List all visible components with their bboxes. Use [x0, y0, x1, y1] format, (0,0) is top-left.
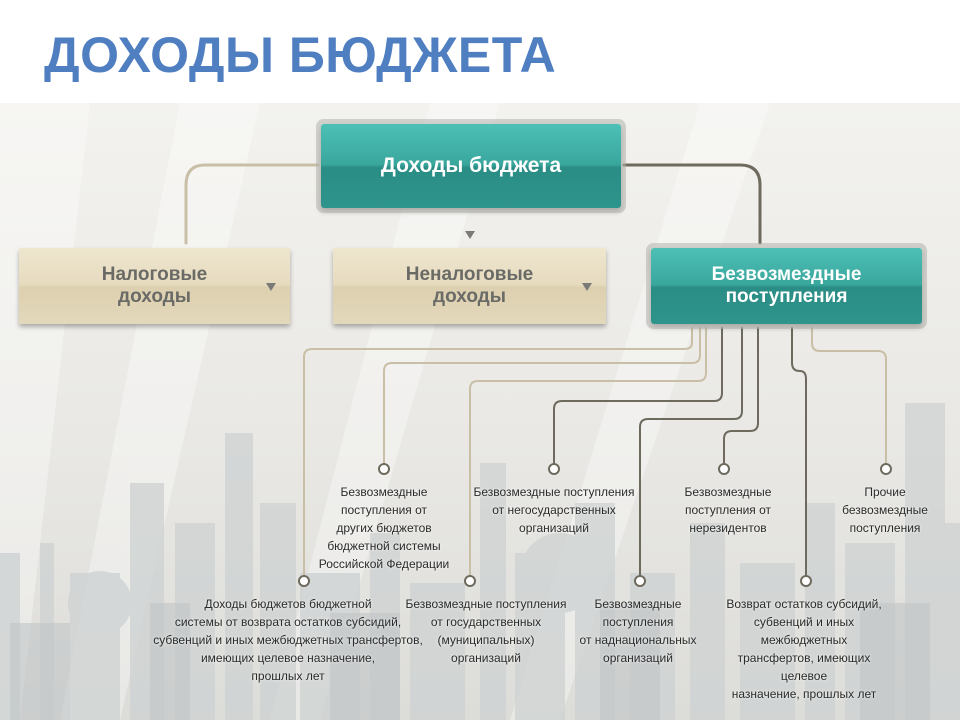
leaf-other-receipts: Прочие безвозмездные поступления: [842, 485, 928, 535]
leaf-budget-refund-income: Доходы бюджетов бюджетной системы от воз…: [153, 597, 423, 683]
node-marker-icon: [298, 575, 310, 587]
slide-title: ДОХОДЫ БЮДЖЕТА: [44, 27, 557, 83]
category-label: Безвозмездные поступления: [711, 264, 862, 307]
category-gratuitous-receipts: Безвозмездные поступления: [651, 248, 922, 324]
root-node-box: Доходы бюджета: [321, 124, 621, 208]
leaf-nonresidents: Безвозмездные поступления от нерезиденто…: [684, 485, 772, 535]
leaf-other-budgets: Безвозмездные поступления от других бюдж…: [318, 485, 450, 571]
node-marker-icon: [718, 463, 730, 475]
leaf-refund-of-subsidies: Возврат остатков субсидий, субвенций и и…: [726, 597, 882, 701]
arrow-down-icon: [465, 231, 475, 239]
leaf-nongovernmental-orgs: Безвозмездные поступления от негосударст…: [473, 485, 635, 535]
city-skyline-background: [0, 103, 960, 720]
arrow-down-icon: [582, 283, 592, 291]
category-label: Неналоговые доходы: [405, 264, 534, 307]
root-node-label: Доходы бюджета: [380, 153, 562, 177]
leaf-state-municipal-orgs: Безвозмездные поступления от государстве…: [405, 597, 567, 665]
node-marker-icon: [634, 575, 646, 587]
node-marker-icon: [378, 463, 390, 475]
node-marker-icon: [800, 575, 812, 587]
leaf-supranational-orgs: Безвозмездные поступления от наднационал…: [579, 597, 697, 665]
node-marker-icon: [548, 463, 560, 475]
category-tax-revenue: Налоговые доходы: [19, 248, 290, 324]
arrow-down-icon: [266, 283, 276, 291]
node-marker-icon: [464, 575, 476, 587]
diagram-area: Доходы бюджета Налоговые доходы Неналого…: [0, 103, 960, 720]
connector-lines: [184, 163, 887, 578]
category-label: Налоговые доходы: [101, 264, 208, 307]
category-nontax-revenue: Неналоговые доходы: [333, 248, 606, 324]
node-marker-icon: [880, 463, 892, 475]
